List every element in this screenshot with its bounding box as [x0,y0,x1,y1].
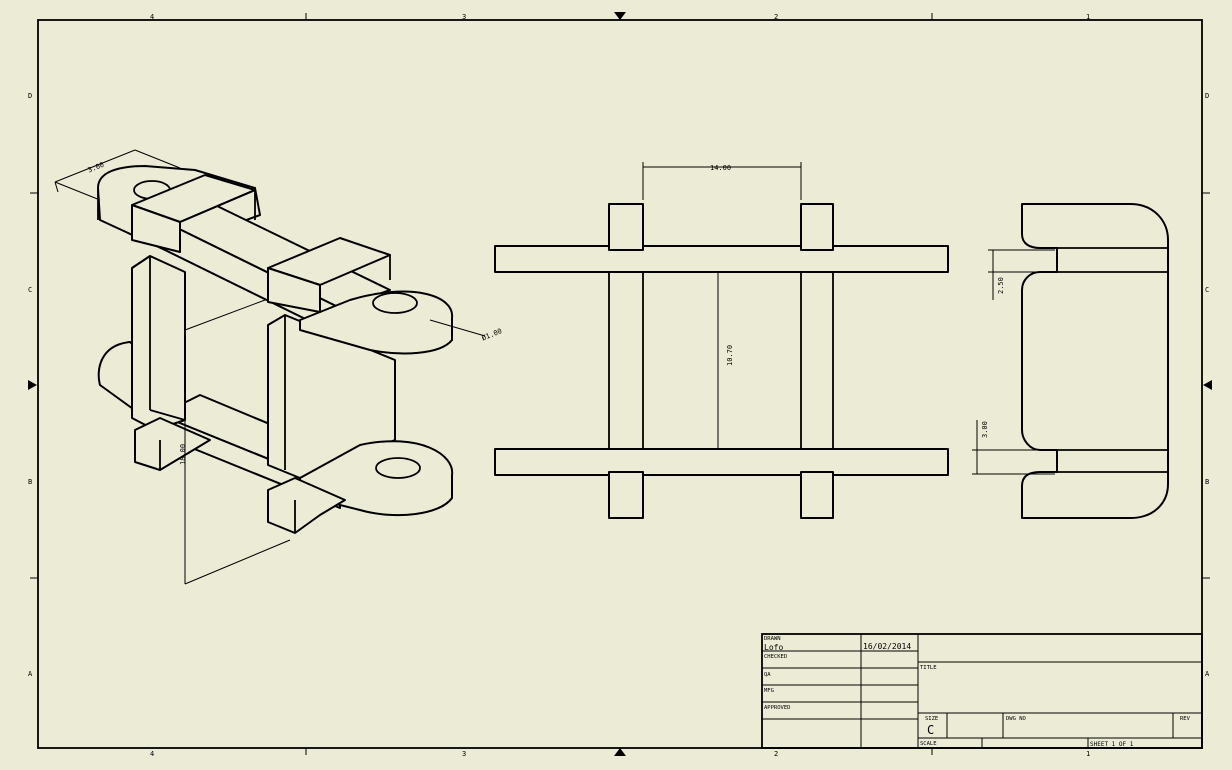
title-drawn-by: Lofo [764,643,783,652]
side-dim-upper: 2.50 [997,277,1005,294]
zone-row-c-left: C [28,286,32,294]
zone-col-3-top: 3 [462,13,466,21]
zone-row-b-left: B [28,478,32,486]
title-scale-label: SCALE [920,741,937,747]
title-approved-label: APPROVED [764,705,791,711]
zone-col-2-bottom: 2 [774,750,778,758]
zone-row-a-left: A [28,670,33,678]
title-drawn-label: DRAWN [764,636,781,642]
front-dim-width: 14.00 [710,164,731,172]
zone-ticks [30,13,1210,755]
zone-col-4-bottom: 4 [150,750,154,758]
title-dwgno-label: DWG NO [1006,716,1026,722]
side-view: 2.50 3.00 [972,203,1169,519]
front-view: 14.00 10.70 [494,162,949,519]
iso-dim-height: 18.00 [179,444,187,465]
title-size-label: SIZE [925,716,938,722]
title-checked-label: CHECKED [764,654,787,660]
isometric-view: 3.00 Ø1.00 18.00 [54,149,504,585]
front-dim-height: 10.70 [726,345,734,366]
title-drawn-date: 16/02/2014 [863,642,911,651]
zone-row-a-right: A [1205,670,1210,678]
zone-col-4-top: 4 [150,13,154,21]
side-dim-lower: 3.00 [981,421,989,438]
zone-row-c-right: C [1205,286,1209,294]
title-rev-label: REV [1180,716,1191,722]
title-block [761,633,1203,749]
title-qa-label: QA [764,672,771,678]
zone-row-d-right: D [1205,92,1209,100]
iso-dim-side: Ø1.00 [481,327,504,342]
zone-col-2-top: 2 [774,13,778,21]
zone-col-1-bottom: 1 [1086,750,1090,758]
center-marks [28,12,1212,756]
title-mfg-label: MFG [764,688,774,694]
zone-col-3-bottom: 3 [462,750,466,758]
title-sheet-label: SHEET 1 OF 1 [1090,741,1134,748]
title-title-label: TITLE [920,665,937,671]
title-size-value: C [927,723,934,737]
zone-row-d-left: D [28,92,32,100]
zone-row-b-right: B [1205,478,1209,486]
iso-dim-top: 3.00 [87,161,106,175]
zone-col-1-top: 1 [1086,13,1090,21]
